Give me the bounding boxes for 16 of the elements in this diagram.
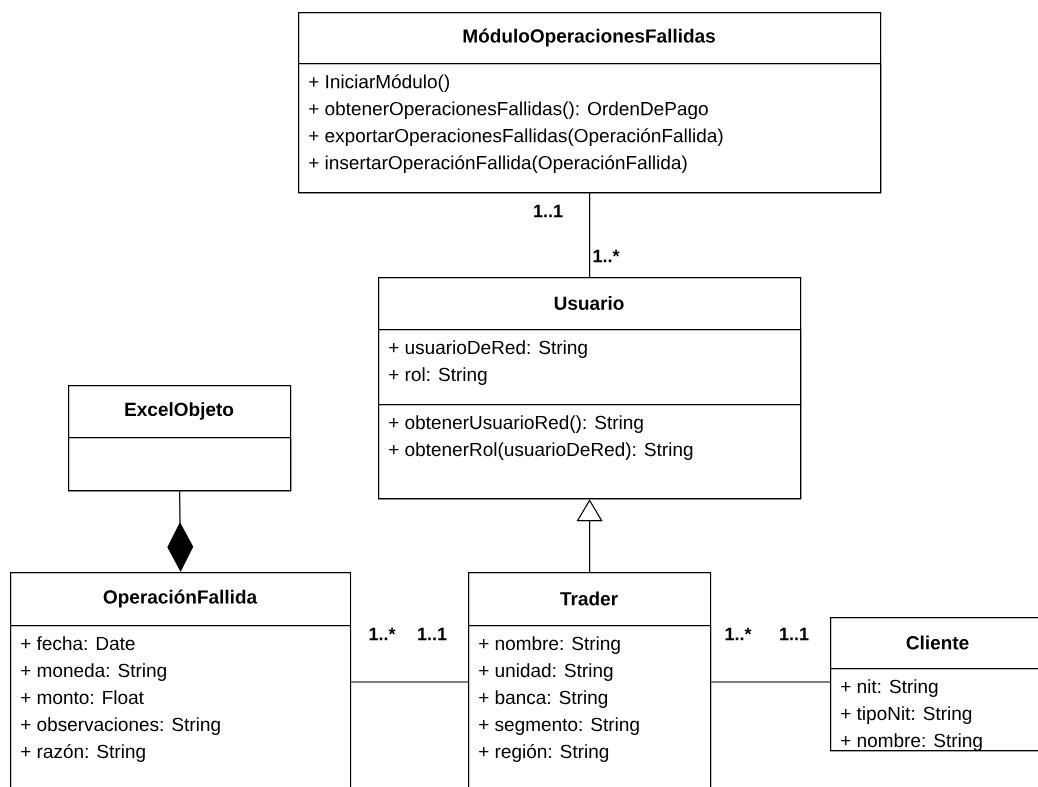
class-compartment: + IniciarMódulo() + obtenerOperacionesFallidas(): OrdenDePago + exportarOperacionesFallidas(OperaciónFallida) + insertarOperaciónFallida(OperaciónFallida)	[298, 63, 882, 194]
class-compartment: + usuarioDeRed: String + rol: String	[378, 329, 802, 406]
generalization-arrow	[576, 499, 603, 573]
association-line	[350, 681, 469, 683]
association-line	[589, 192, 591, 278]
class-compartment	[68, 437, 292, 492]
class-compartment: + obtenerUsuarioRed(): String + obtenerRol(usuarioDeRed): String	[378, 404, 802, 500]
composition-line	[167, 490, 194, 572]
multiplicity-label: 1..1	[418, 627, 447, 641]
class-compartment: + nit: String + tipoNit: String + nombre: String	[830, 668, 1038, 752]
class-compartment: + nombre: String + unidad: String + banca: String + segmento: String + región: String	[468, 625, 712, 787]
multiplicity-label: 1..*	[593, 249, 620, 263]
multiplicity-label: 1..1	[780, 627, 809, 641]
class-compartment: + fecha: Date + moneda: String + monto: Float + observaciones: String + razón: String	[10, 625, 352, 787]
multiplicity-label: 1..*	[369, 627, 396, 641]
association-line	[710, 681, 831, 683]
